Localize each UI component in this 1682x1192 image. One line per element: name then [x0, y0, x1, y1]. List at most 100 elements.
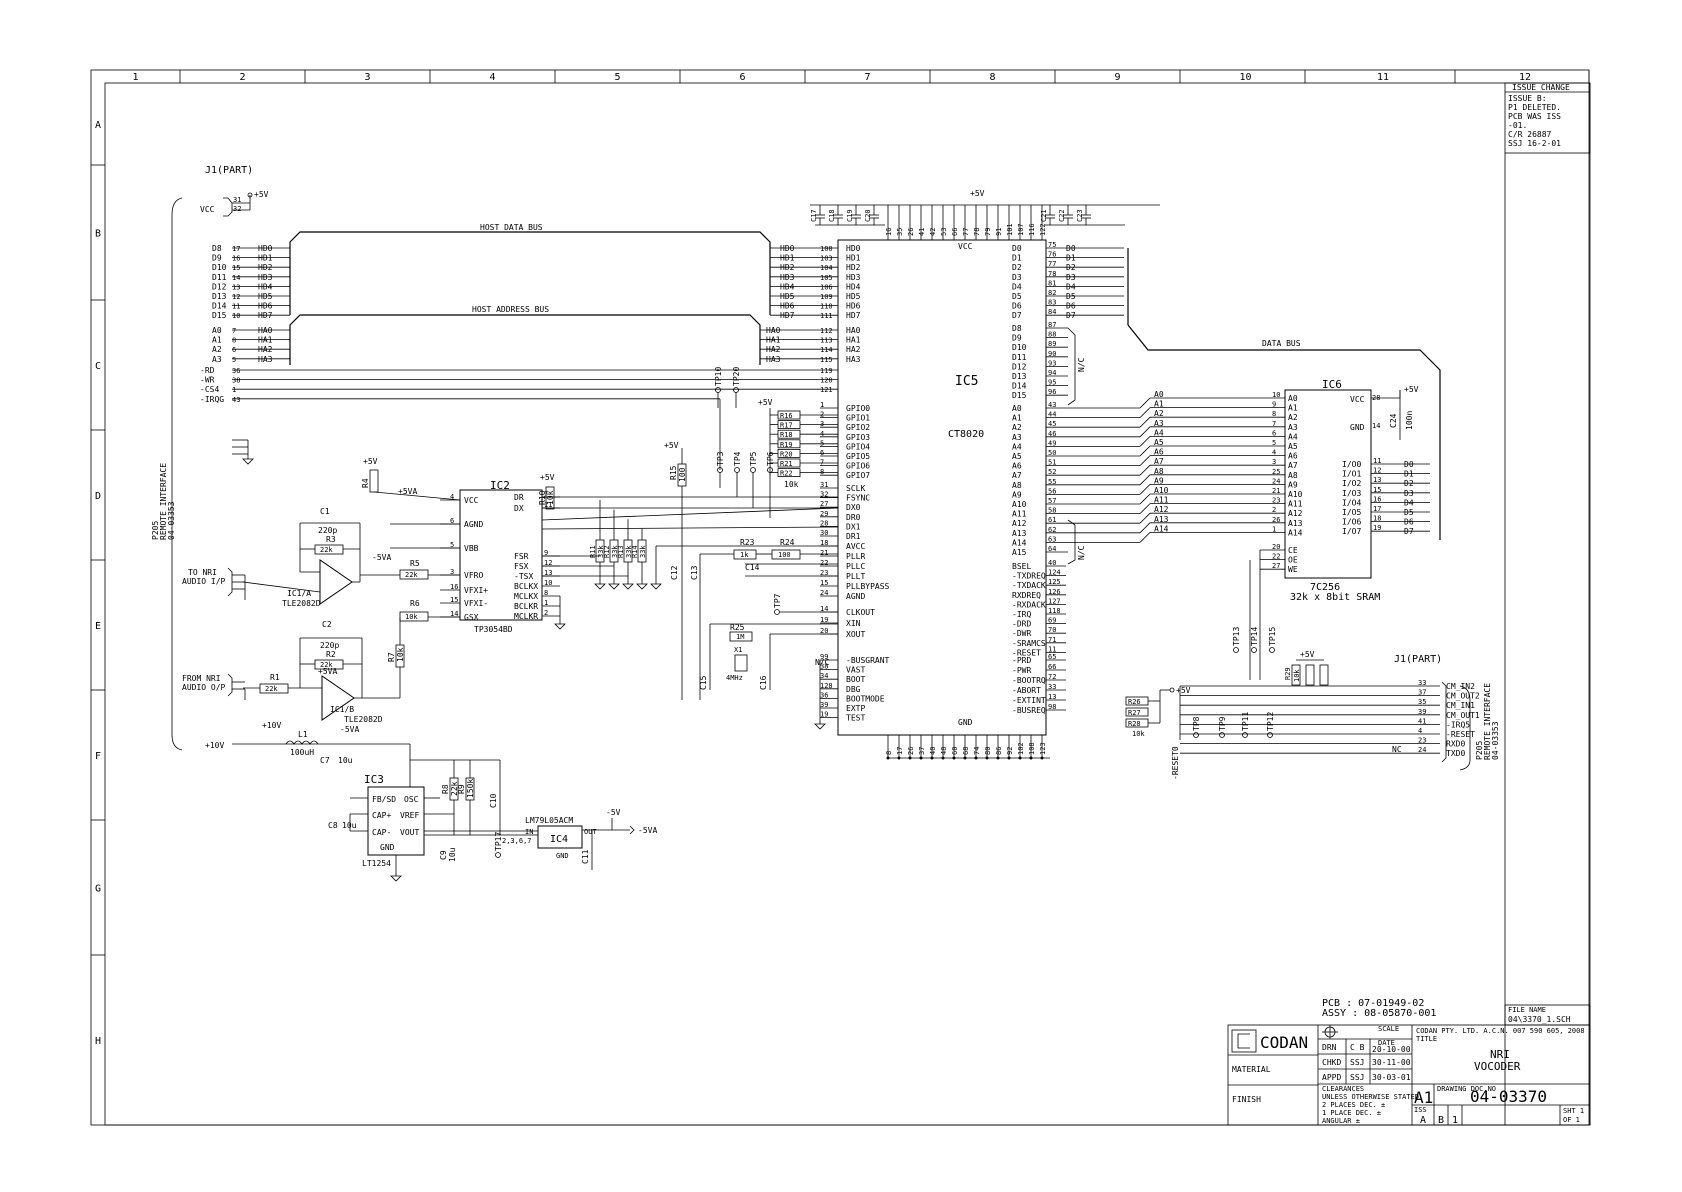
pin-number: 106 [820, 283, 833, 291]
ic5-pin-avcc: AVCC [846, 542, 865, 551]
ic2-pin-vcc: VCC [464, 496, 479, 505]
p205-right-3: 04-03353 [1491, 721, 1500, 760]
c11-label: C11 [581, 849, 590, 864]
j1-left-connector: J1(PART) VCC 31 32 +5V P205 REMOTE INTER… [151, 165, 269, 751]
r5-value: 22k [405, 571, 418, 579]
ic5-ha-pin: HA2 [846, 345, 861, 354]
ic5-hd-pin: HD7 [846, 311, 861, 320]
pin-number: 46 [1048, 430, 1056, 438]
ic5-gnd-pin: 108 [1028, 742, 1036, 755]
ic5-ext-signal: D4 [1066, 282, 1076, 291]
pin-number: 18 [1373, 515, 1381, 523]
ic5-pin-d3: D3 [1012, 273, 1022, 282]
vcc-label: VCC [200, 205, 215, 214]
ic5-pin-bootmode: BOOTMODE [846, 694, 885, 703]
pin-number: 118 [1048, 607, 1061, 615]
c16-label: C16 [759, 675, 768, 690]
ic5-name: IC5 [955, 374, 978, 389]
cap-label: C20 [864, 209, 872, 222]
pin-number: 15 [450, 596, 458, 604]
c24-label: C24 [1389, 413, 1398, 428]
c9-value: 10u [448, 847, 457, 862]
minus5va-label: -5VA [372, 553, 391, 562]
ic6-addr-signal: A10 [1154, 486, 1169, 495]
ic2-tp3054bd: IC2 TP3054BD VCC4AGND6VBB5VFRO3VFXI+16VF… [440, 473, 566, 634]
pin-number: 124 [1048, 569, 1061, 577]
c15-label: C15 [699, 675, 708, 690]
ic6-addr-signal: A5 [1154, 438, 1164, 447]
r7-value: 10k [396, 647, 405, 662]
ic5-part: CT8020 [948, 429, 984, 440]
pin-number: 2 [1272, 506, 1276, 514]
cap-label: C21 [1040, 209, 1048, 222]
ic6-addr-signal: A13 [1154, 515, 1169, 524]
test-point-label: TP12 [1266, 712, 1275, 731]
ic4-part: LM79L05ACM [525, 816, 573, 825]
pin-number: 128 [820, 682, 833, 690]
ic6-pin-io: I/O6 [1342, 518, 1361, 527]
pin-number: 37 [1418, 689, 1426, 697]
ic5-pin-gpio6: GPIO6 [846, 462, 870, 471]
column-3: 3 [365, 72, 371, 83]
gpio-resistor: R16 [780, 412, 793, 420]
ic6-data-signal: D5 [1404, 508, 1414, 517]
ic6-pin-a6: A6 [1288, 452, 1298, 461]
ic5-body [837, 239, 1047, 736]
test-point-label: TP14 [1250, 627, 1259, 646]
ic5-pin--sramcs: -SRAMCS [1012, 639, 1046, 648]
pin-number: 51 [1048, 459, 1056, 467]
ic5-pin-dx1: DX1 [846, 522, 861, 531]
ic5-vcc-pin: 35 [896, 228, 904, 236]
c7-label: C7 [320, 756, 330, 765]
ic5-gnd-pin: 86 [995, 747, 1003, 755]
ic5-vcc-pin: 91 [995, 228, 1003, 236]
l1-value: 100uH [290, 748, 314, 757]
issue-change-header: ISSUE CHANGE [1512, 83, 1570, 92]
ic2-pin-bclkr: BCLKR [514, 602, 538, 611]
svg-text:32: 32 [233, 205, 241, 213]
pin-number: 15 [820, 579, 828, 587]
row-C: C [95, 361, 101, 372]
ic5-pin-dr0: DR0 [846, 513, 861, 522]
file-name-label: FILE NAME [1508, 1006, 1546, 1014]
ic5-vcc-pin: 116 [1028, 223, 1036, 236]
ic2-pin-fsx: FSX [514, 562, 529, 571]
ic5-pin--abort: -ABORT [1012, 686, 1041, 695]
ic5-pin-fsync: FSYNC [846, 494, 870, 503]
row-D: D [95, 491, 101, 502]
ic6-pin-a0: A0 [1288, 394, 1298, 403]
ic6-pin-io: I/O0 [1342, 460, 1361, 469]
pin-number: 65 [1048, 653, 1056, 661]
column-8: 8 [990, 72, 996, 83]
host-ctrl-left: -RD [200, 366, 215, 375]
pin-number: 62 [1048, 526, 1056, 534]
ic5-plus5v: +5V [970, 189, 985, 198]
ic1b-opamp: IC1/B TLE2082D C2 220p R2 22k R1 22k R6 … [243, 599, 460, 734]
pll-crystal-area: R15 100 +5V R23 1k R24 100 C14 R25 1M X1… [664, 441, 838, 700]
host-addr-signal: HA1 [766, 336, 781, 345]
gpio-resistor: R22 [780, 470, 793, 478]
serial-resistor-value: 33k [639, 545, 647, 558]
pin-number: 9 [544, 549, 548, 557]
pin-number: 11 [1048, 645, 1056, 653]
row-G: G [95, 884, 101, 895]
test-point-icon [1242, 732, 1248, 738]
material-label: MATERIAL [1232, 1065, 1271, 1074]
from-nri-2: AUDIO O/P [182, 683, 226, 692]
ic4-minus5va: -5VA [638, 826, 657, 835]
title-label: TITLE [1416, 1035, 1437, 1043]
ic5-pin--txdreq: -TXDREQ [1012, 572, 1046, 581]
pin-number: 11 [544, 501, 552, 509]
pin-number: 105 [820, 274, 833, 282]
pin-number: 30 [820, 529, 828, 537]
host-data-signal: HD0 [258, 244, 273, 253]
pin-number: 82 [1048, 289, 1056, 297]
ic2-power-area: +5V R4 +5VA -5VA [361, 457, 461, 562]
host-ctrl-left: -CS4 [200, 385, 219, 394]
test-point-label: TP6 [766, 451, 775, 466]
ic5-pin--irq: -IRQ [1012, 610, 1031, 619]
clearance-line: UNLESS OTHERWISE STATED [1322, 1093, 1419, 1101]
ic6-pin-a13: A13 [1288, 519, 1303, 528]
test-point-label: TP5 [749, 451, 758, 466]
